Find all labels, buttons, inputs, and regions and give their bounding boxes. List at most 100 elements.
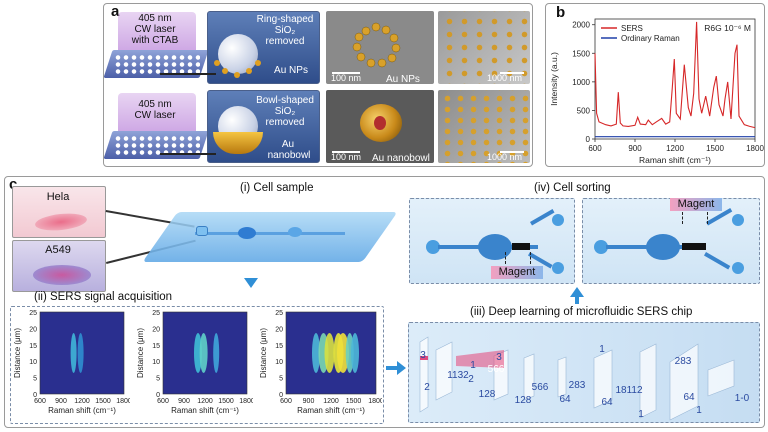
dl-num-11: 64 xyxy=(559,394,571,405)
laser-text-2b: CW laser xyxy=(134,110,176,121)
heatmap-band-1 xyxy=(194,333,202,373)
shape-text-2c: removed xyxy=(265,117,305,128)
sem-label-3: Au nanobowl xyxy=(372,153,430,164)
annotation-r6g: R6G 10⁻⁶ M xyxy=(704,23,751,33)
sorting-device-1 xyxy=(412,209,572,282)
heatmap-y-tick-label: 25 xyxy=(275,310,283,317)
heatmap-x-tick-label: 900 xyxy=(178,398,190,405)
microfluidic-chip xyxy=(142,192,398,274)
x-tick-label: 900 xyxy=(628,144,642,153)
dl-num-6: 283 xyxy=(568,380,586,391)
particle-text-1: Au NPs xyxy=(274,65,308,76)
x-tick-label: 1200 xyxy=(666,144,684,153)
shape-text-1c: removed xyxy=(265,36,305,47)
scale-text-4: 1000 nm xyxy=(487,152,523,162)
heatmap-x-tick-label: 1200 xyxy=(74,398,90,405)
heatmap-y-tick-label: 10 xyxy=(275,359,283,366)
laser-text-2a: 405 nm xyxy=(138,99,172,110)
heatmap-y-tick-label: 5 xyxy=(33,376,37,383)
legend-label-2: Ordinary Raman xyxy=(621,34,680,43)
panel-c-label: c xyxy=(9,176,18,193)
heatmap-x-tick-label: 600 xyxy=(157,398,169,405)
y-tick-label: 2000 xyxy=(572,21,590,30)
heatmap-frame xyxy=(162,311,248,395)
laser-platform-2 xyxy=(103,93,209,163)
magnet-arrows-1 xyxy=(505,252,531,264)
heatmap-y-tick-label: 25 xyxy=(29,310,37,317)
heatmap-y-tick-label: 10 xyxy=(152,359,160,366)
hela-cell xyxy=(34,211,88,233)
sorting-device-2 xyxy=(588,208,756,282)
panel-a-label: a xyxy=(111,3,120,20)
dl-num-15: 2 xyxy=(424,382,430,393)
dl-num-9: 128 xyxy=(478,389,496,400)
silica-sphere-1 xyxy=(218,34,258,74)
heatmap-y-tick-label: 20 xyxy=(29,326,37,333)
au-bowl xyxy=(213,132,263,154)
heatmap-x-tick-label: 1200 xyxy=(323,398,339,405)
heatmap-y-tick-label: 0 xyxy=(33,392,37,399)
particle-text-2a: Au xyxy=(281,139,295,150)
heatmap-x-tick-label: 600 xyxy=(280,398,292,405)
deep-learning-box xyxy=(408,322,760,423)
hela-cell-box xyxy=(12,186,106,238)
heatmap-x-label: Raman shift (cm⁻¹) xyxy=(48,406,116,415)
laser-text-1b: CW laser xyxy=(134,24,176,35)
dl-num-12: 64 xyxy=(601,397,613,408)
x-tick-label: 1800 xyxy=(746,144,764,153)
a549-cell xyxy=(33,265,91,285)
x-tick-label: 1500 xyxy=(706,144,724,153)
heatmap-band-3 xyxy=(213,333,220,373)
heatmap-y-tick-label: 0 xyxy=(156,392,160,399)
scale-bar-3 xyxy=(332,151,360,153)
legend-label-1: SERS xyxy=(621,24,643,33)
particle-text-2b: nanobowl xyxy=(267,150,311,161)
dl-num-2: 1132 xyxy=(447,370,469,381)
dl-num-17: 1 xyxy=(696,405,702,416)
sers-acquisition-box xyxy=(10,306,384,424)
heatmap-y-tick-label: 0 xyxy=(279,392,283,399)
magnet-arrows-2 xyxy=(682,212,708,224)
heatmap-x-tick-label: 1500 xyxy=(95,398,111,405)
heatmap-y-label: Distance (μm) xyxy=(136,328,145,378)
laser-platform-1 xyxy=(103,12,209,82)
dl-num-5: 566 xyxy=(531,382,549,393)
sem-image-1 xyxy=(326,11,434,84)
magnet-label-bottom: Magent xyxy=(491,266,543,279)
arrow-1 xyxy=(160,73,216,75)
dl-num-3: 1 xyxy=(470,360,476,371)
heatmap-frame xyxy=(285,311,377,395)
scale-text-3: 100 nm xyxy=(331,152,362,162)
dl-num-13: 64 xyxy=(683,392,695,403)
heatmap-x-tick-label: 1800 xyxy=(116,398,130,405)
dl-num-19: 1-0 xyxy=(734,393,750,404)
heatmap-y-tick-label: 15 xyxy=(152,343,160,350)
cell-sample-title: (i) Cell sample xyxy=(240,182,314,194)
dl-num-4: 566 xyxy=(487,364,505,375)
sem-image-2 xyxy=(438,11,530,84)
a549-cell-box xyxy=(12,240,106,292)
arrow-down-icon xyxy=(244,278,258,288)
y-tick-label: 1000 xyxy=(572,78,590,87)
sem-image-3 xyxy=(326,90,434,163)
heatmap-y-tick-label: 15 xyxy=(275,343,283,350)
heatmap-band-1 xyxy=(70,333,77,373)
dl-num-18: 1 xyxy=(599,344,605,355)
dl-num-10: 128 xyxy=(514,395,532,406)
sem-label-1: Au NPs xyxy=(386,74,420,85)
heatmap-y-tick-label: 15 xyxy=(29,343,37,350)
heatmap-band-7 xyxy=(351,333,359,373)
laser-text-1c: with CTAB xyxy=(131,35,179,46)
heatmap-x-tick-label: 1200 xyxy=(197,398,213,405)
heatmap-x-tick-label: 1800 xyxy=(239,398,253,405)
heatmap-y-tick-label: 5 xyxy=(156,376,160,383)
sers-acquisition-title: (ii) SERS signal acquisition xyxy=(34,291,173,303)
shape-text-1b: SiO₂ xyxy=(274,25,296,36)
heatmap-y-label: Distance (μm) xyxy=(13,328,22,378)
laser-text-1a: 405 nm xyxy=(138,13,172,24)
scale-text-2: 1000 nm xyxy=(487,73,523,83)
